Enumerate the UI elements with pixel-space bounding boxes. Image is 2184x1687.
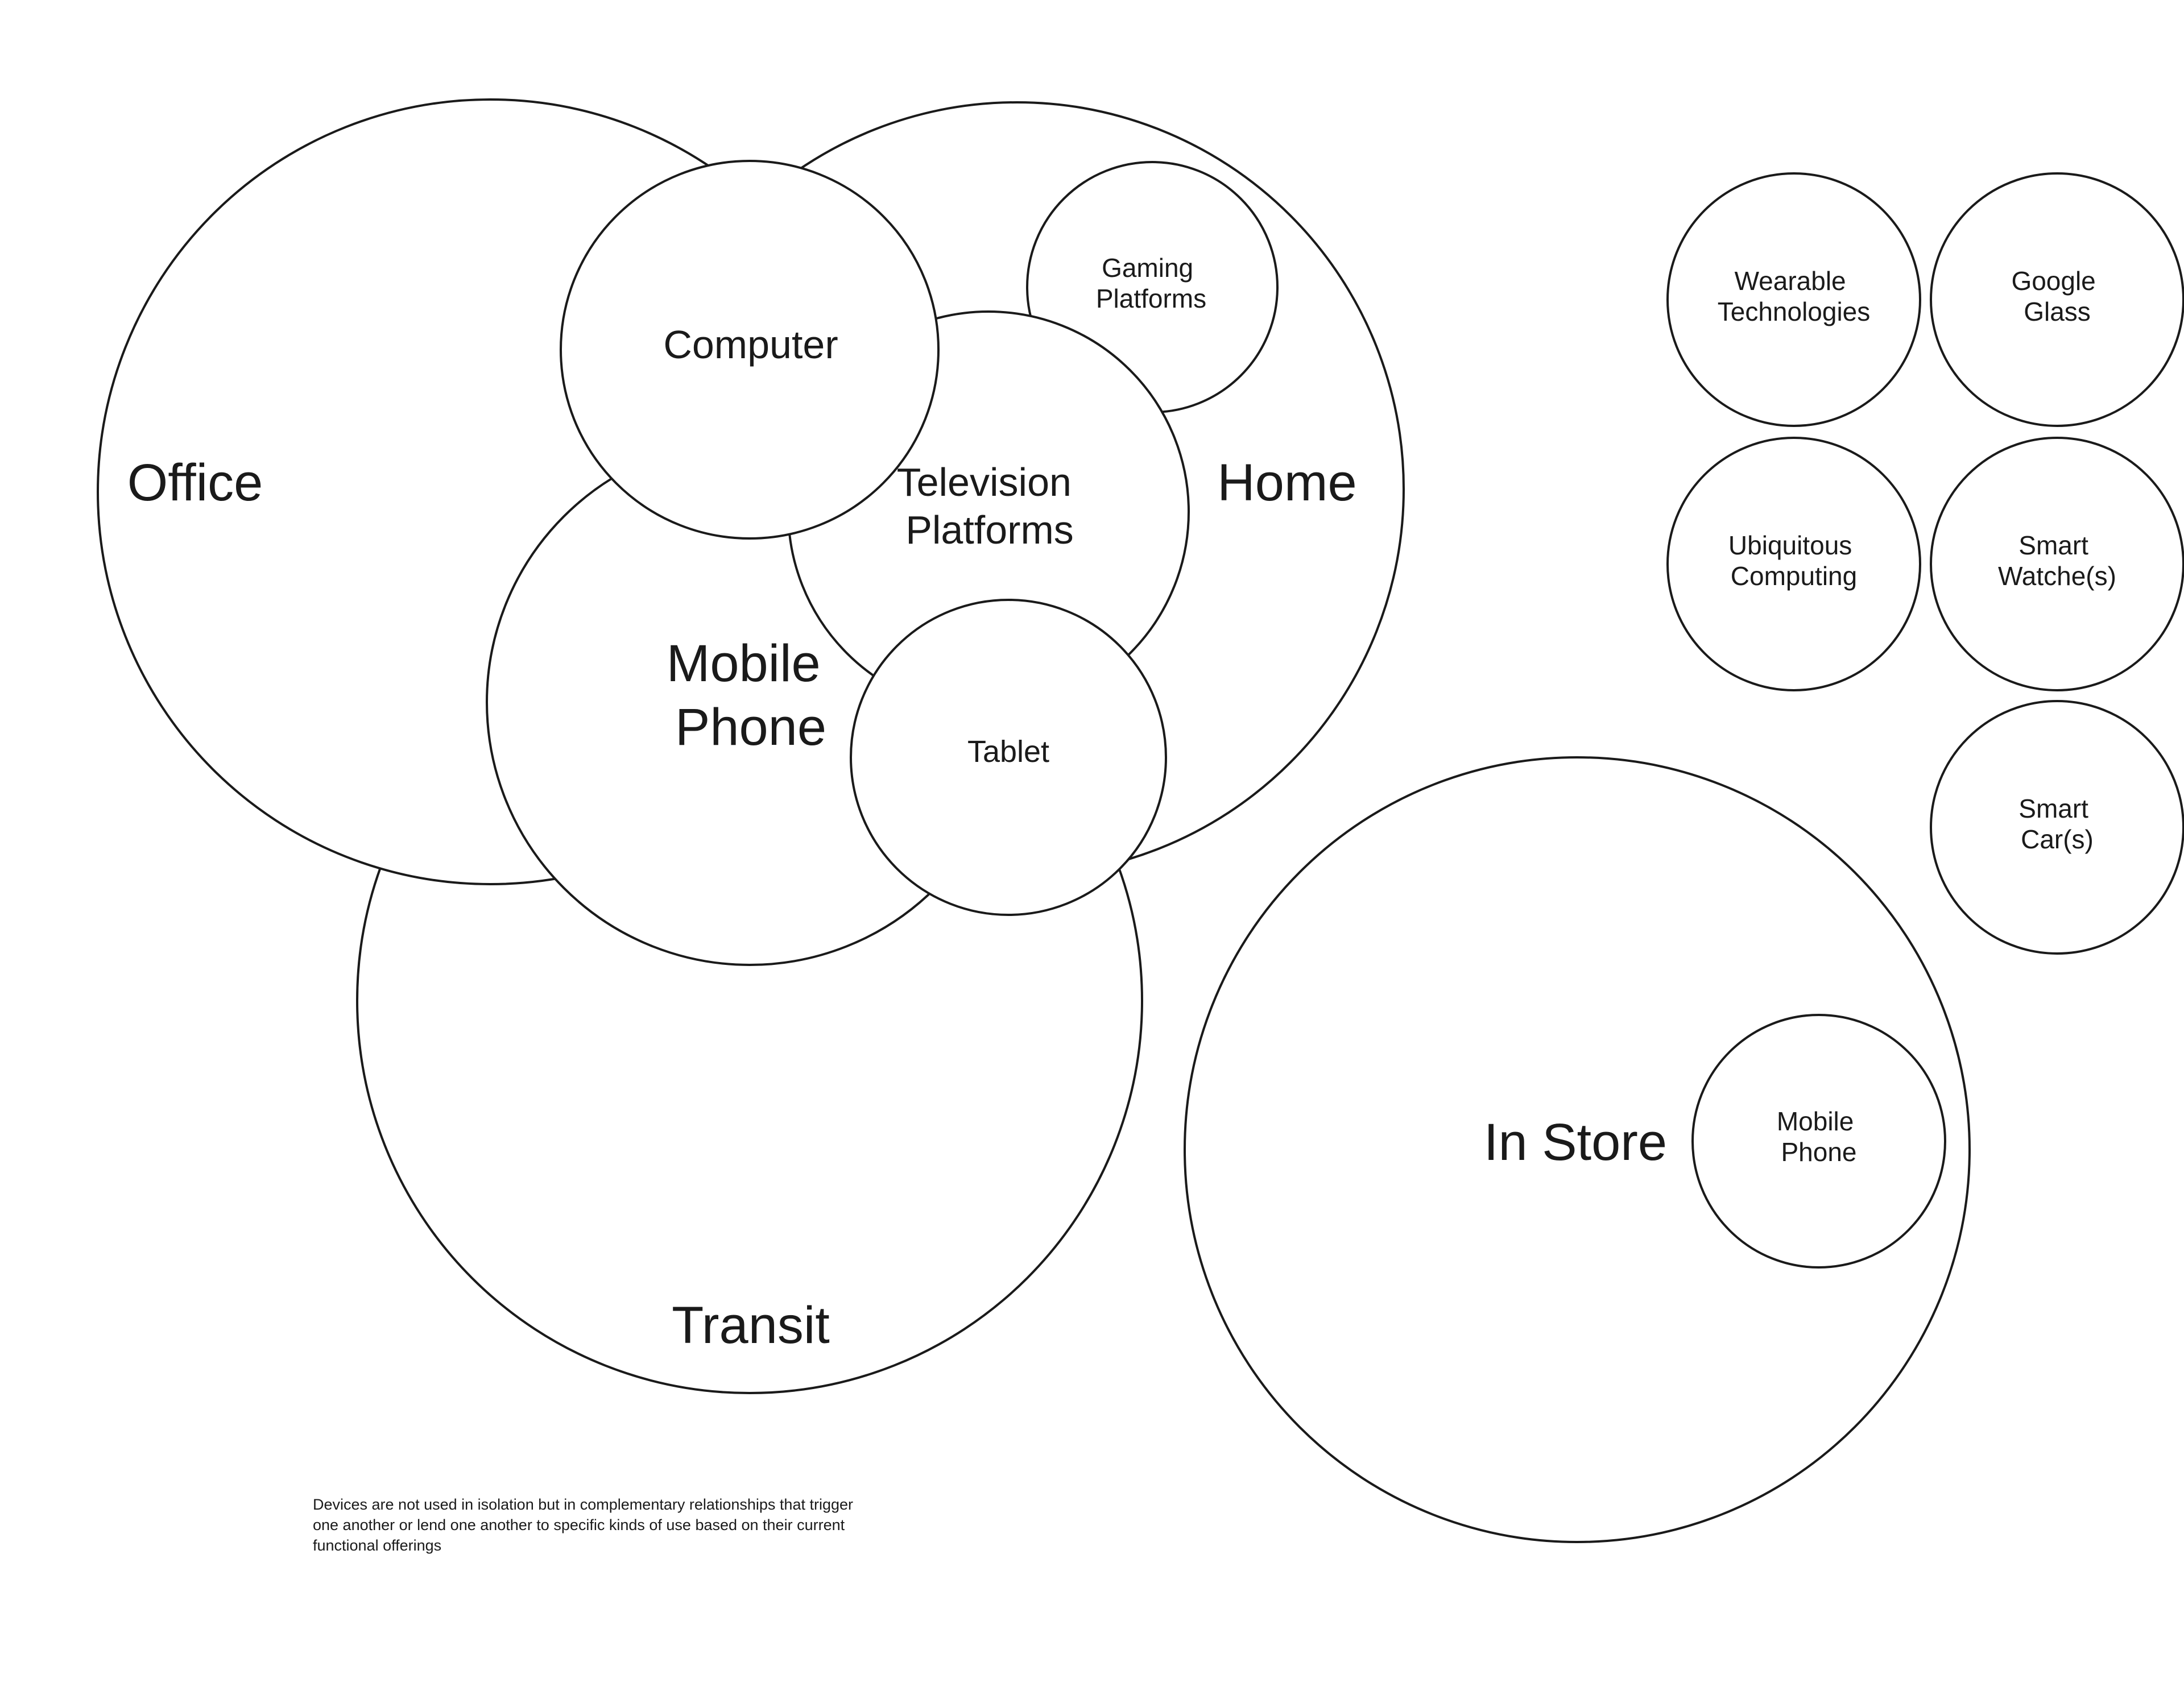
smart-cars-label: Smart Car(s) [2018,794,2095,854]
smart-cars-label-line-2: Car(s) [2021,824,2094,854]
television-platforms-label: Television Platforms [897,460,1083,552]
wearable-technologies-circle [1666,172,1921,427]
smart-watches-circle [1930,437,2184,691]
television-platforms-label-line-1: Television [897,460,1072,504]
tablet-circle [850,599,1167,916]
in-store-mobile-phone-label-line-2: Phone [1781,1137,1856,1167]
in-store-mobile-phone-circle [1691,1014,1946,1269]
ubiquitous-computing-label-line-1: Ubiquitous [1728,530,1852,560]
in-store-mobile-phone-label: Mobile Phone [1777,1106,1861,1167]
tablet-label: Tablet [967,735,1049,769]
smart-watches-label-line-2: Watche(s) [1998,561,2116,591]
ubiquitous-computing-circle [1666,437,1921,691]
office-label: Office [127,454,263,512]
wearable-technologies-label-line-1: Wearable [1735,266,1846,296]
in-store-label: In Store [1484,1113,1667,1171]
wearable-technologies-label: Wearable Technologies [1718,266,1871,326]
google-glass-circle [1930,172,2184,427]
smart-watches-label: Smart Watche(s) [1998,530,2116,591]
google-glass-label-line-2: Glass [2024,297,2091,326]
wearable-technologies-label-line-2: Technologies [1718,297,1871,326]
gaming-platforms-label: Gaming Platforms [1096,253,1206,313]
gaming-platforms-label-line-2: Platforms [1096,284,1206,313]
computer-circle [560,160,940,540]
television-platforms-label-line-2: Platforms [905,508,1074,552]
smart-cars-label-line-1: Smart [2018,794,2088,823]
google-glass-label-line-1: Google [2011,266,2095,296]
mobile-phone-label-line-1: Mobile [667,635,821,693]
mobile-phone-label-line-2: Phone [675,698,826,756]
transit-label: Transit [672,1296,830,1354]
in-store-circle [1184,756,1971,1543]
in-store-mobile-phone-label-line-1: Mobile [1777,1106,1854,1136]
computer-label: Computer [663,322,838,367]
ubiquitous-computing-label-line-2: Computing [1731,561,1857,591]
home-label: Home [1217,454,1356,512]
smart-cars-circle [1930,700,2184,955]
diagram-caption: Devices are not used in isolation but in… [313,1496,853,1554]
ubiquitous-computing-label: Ubiquitous Computing [1728,530,1859,591]
gaming-platforms-label-line-1: Gaming [1102,253,1193,283]
mobile-phone-label: Mobile Phone [667,635,835,756]
google-glass-label: Google Glass [2011,266,2103,326]
smart-watches-label-line-1: Smart [2018,530,2088,560]
